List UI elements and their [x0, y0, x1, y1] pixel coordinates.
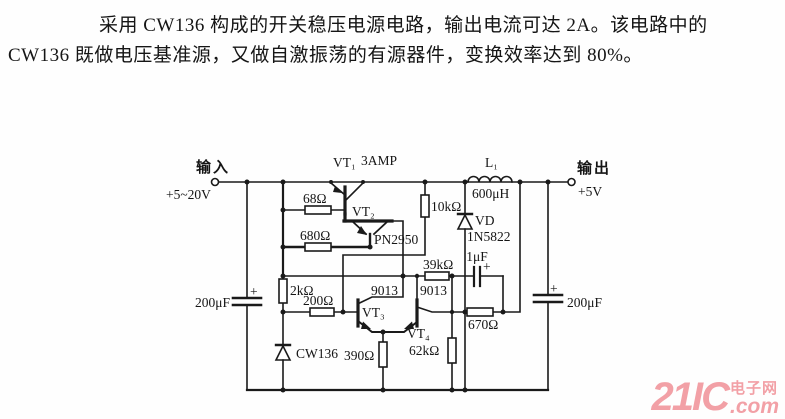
- feedback-cap-plus: +: [483, 259, 491, 274]
- output-voltage-label: +5V: [578, 184, 602, 199]
- wire-fb-node: [502, 181, 521, 313]
- watermark-cn: 电子网: [729, 380, 778, 397]
- r10k-label: 10kΩ: [431, 199, 461, 214]
- inductor-l1: [467, 175, 513, 183]
- feedback-cap-label: 1μF: [466, 249, 488, 264]
- resistor-39k: [424, 271, 450, 281]
- vt3-label: VT₃: [362, 305, 385, 320]
- r680-label: 680Ω: [300, 228, 330, 243]
- resistor-10k: [420, 194, 430, 218]
- capacitor-input: [231, 296, 263, 307]
- input-cap-plus: +: [250, 284, 258, 299]
- q9013-right-label: 9013: [420, 283, 447, 298]
- wire-vt3-collector: [357, 275, 404, 305]
- input-label: 输入: [196, 158, 230, 176]
- resistor-390: [378, 341, 388, 368]
- input-cap-label: 200μF: [195, 295, 230, 310]
- r39k-label: 39kΩ: [423, 257, 453, 272]
- resistor-200: [309, 307, 335, 317]
- vt2-part-label: PN2950: [374, 232, 419, 247]
- junction-dots: [244, 179, 551, 393]
- transistor-vt4: [404, 298, 419, 329]
- vt1-label: VT₁: [333, 155, 356, 170]
- wire-10k-row: [342, 216, 426, 313]
- r62k-label: 62kΩ: [409, 343, 439, 358]
- vt4-label: VT₄: [407, 326, 430, 341]
- capacitor-output: [532, 293, 564, 304]
- transistor-vt3: [356, 298, 371, 329]
- wire-vt2-collector: [391, 220, 404, 277]
- output-terminal: [567, 177, 576, 187]
- q9013-left-label: 9013: [371, 283, 398, 298]
- r68-label: 68Ω: [303, 191, 327, 206]
- transistor-vt1: [329, 181, 365, 216]
- r2k-label: 2kΩ: [290, 283, 314, 298]
- l1-value-label: 600μH: [472, 186, 509, 201]
- vt1-part-label: 3AMP: [361, 153, 397, 168]
- resistor-68: [304, 205, 332, 215]
- r200-label: 200Ω: [303, 293, 333, 308]
- output-label: 输出: [577, 159, 611, 177]
- diode-vd: [456, 212, 474, 230]
- vt2-label: VT₂: [352, 204, 375, 219]
- description-line-2: CW136 既做电压基准源，又做自激振荡的有源器件，变换效率达到 80%。: [8, 45, 643, 66]
- output-cap-label: 200μF: [567, 295, 602, 310]
- resistor-2k: [278, 278, 288, 304]
- vd-part-label: 1N5822: [467, 229, 511, 244]
- input-terminal: [210, 177, 220, 187]
- description-line-1: 采用 CW136 构成的开关稳压电源电路，输出电流可达 2A。该电路中的: [99, 15, 708, 36]
- r390-label: 390Ω: [344, 348, 374, 363]
- diode-cw136: [274, 343, 292, 361]
- resistor-670: [466, 307, 494, 317]
- vd-label: VD: [475, 213, 495, 228]
- watermark-brand: 21IC: [651, 375, 729, 419]
- cw136-label: CW136: [296, 346, 338, 361]
- resistor-62k: [447, 337, 457, 364]
- input-voltage-label: +5~20V: [166, 187, 211, 202]
- output-cap-plus: +: [550, 281, 558, 296]
- watermark-com: .com: [729, 395, 779, 418]
- watermark: 21IC 电子网 .com: [651, 377, 779, 417]
- r670-label: 670Ω: [468, 317, 498, 332]
- resistor-680: [304, 242, 332, 252]
- l1-label: L₁: [485, 155, 498, 170]
- capacitor-feedback: [472, 265, 482, 288]
